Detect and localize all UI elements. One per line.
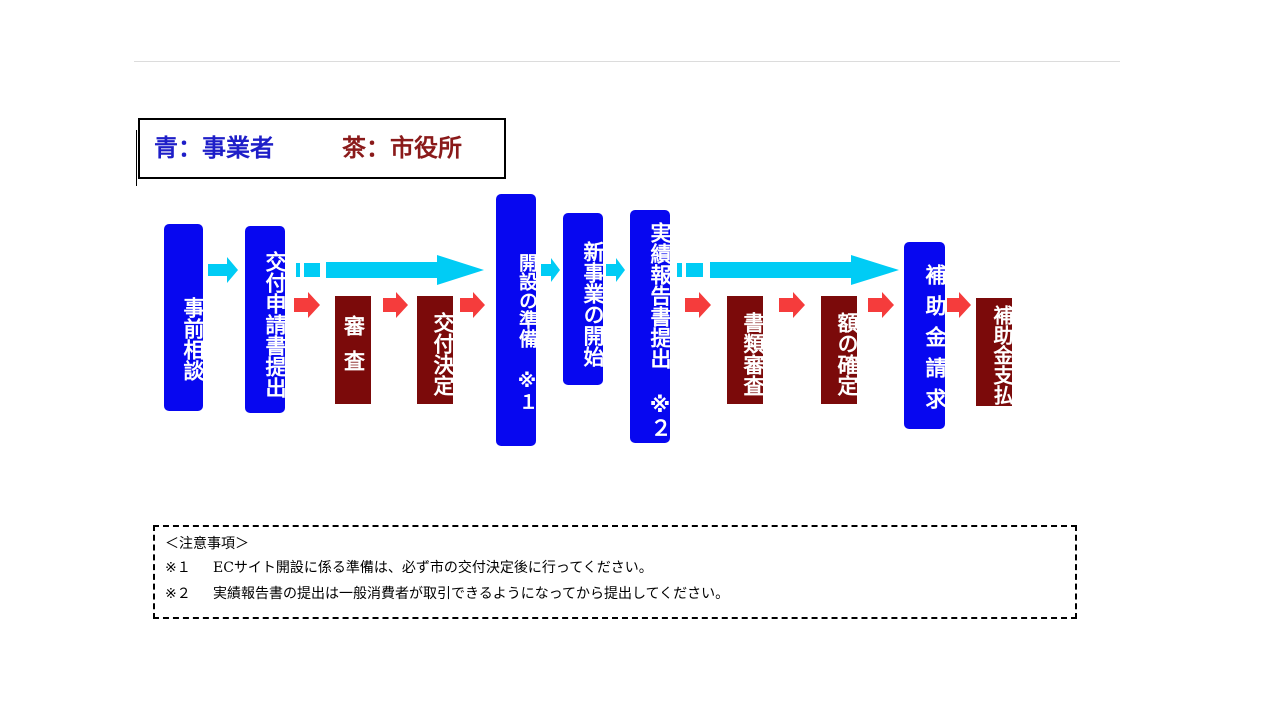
step-start-label: 新事業の開始 (581, 241, 605, 367)
note-1-text: ECサイト開設に係る準備は、必ず市の交付決定後に行ってください。 (213, 560, 653, 576)
note-1-label: ※１ (165, 560, 191, 576)
step-doc-review: 書類審査 (727, 296, 765, 404)
step-claim: 補助金請求 (904, 242, 947, 429)
arrow-decision-to-prepare (460, 292, 485, 318)
note-1: ※１ ECサイト開設に係る準備は、必ず市の交付決定後に行ってください。 (165, 555, 1065, 581)
legend-city: 茶：市役所 (342, 134, 462, 162)
step-doc-review-label: 書類審査 (741, 312, 765, 396)
step-review-label: 審査 (341, 315, 366, 385)
arrow-docreview-to-confirm (779, 292, 805, 318)
top-rule (134, 61, 1120, 62)
legend-business: 青：事業者 (154, 134, 274, 162)
step-report: 実績報告書提出 ※２ (630, 210, 672, 443)
arrow-start-to-report (606, 258, 625, 282)
business-arrows (208, 255, 899, 285)
step-payment: 補助金支払 (976, 298, 1014, 406)
color-legend: 青：事業者 茶：市役所 (138, 118, 506, 179)
step-consult: 事前相談 (164, 224, 205, 411)
arrow-confirm-to-claim (868, 292, 894, 318)
step-payment-label: 補助金支払 (990, 305, 1014, 405)
note-2-label: ※２ (165, 586, 191, 602)
arrow-report-to-docreview (685, 292, 711, 318)
arrow-apply-to-review (294, 292, 320, 318)
step-consult-label: 事前相談 (181, 296, 205, 381)
step-prepare: 開設の準備 ※１ (496, 194, 538, 446)
notes-heading: ＜注意事項＞ (165, 536, 249, 552)
arrow-report-to-claim (677, 255, 899, 285)
step-claim-label: 補助金請求 (923, 264, 947, 419)
step-confirm-label: 額の確定 (835, 312, 859, 396)
step-report-label: 実績報告書提出 ※２ (648, 221, 672, 438)
arrow-consult-to-apply (208, 257, 238, 283)
step-prepare-label: 開設の準備 ※１ (516, 253, 538, 411)
arrow-review-to-decision (383, 292, 408, 318)
step-apply-label: 交付申請書提出 (263, 251, 287, 398)
step-decision-label: 交付決定 (431, 312, 455, 396)
step-start: 新事業の開始 (563, 213, 605, 385)
note-2: ※２ 実績報告書の提出は一般消費者が取引できるようになってから提出してください。 (165, 581, 1065, 607)
arrow-claim-to-payment (947, 292, 971, 318)
notes-box: ＜注意事項＞ ※１ ECサイト開設に係る準備は、必ず市の交付決定後に行ってください… (153, 525, 1077, 619)
text-cursor (136, 130, 137, 186)
arrow-apply-to-prepare (296, 255, 484, 285)
step-apply: 交付申請書提出 (245, 226, 287, 413)
arrow-prepare-to-start (541, 258, 560, 282)
note-2-text: 実績報告書の提出は一般消費者が取引できるようになってから提出してください。 (213, 586, 730, 602)
step-review: 審査 (335, 296, 371, 404)
step-confirm: 額の確定 (821, 296, 859, 404)
step-decision: 交付決定 (417, 296, 455, 404)
city-arrows (294, 292, 971, 318)
